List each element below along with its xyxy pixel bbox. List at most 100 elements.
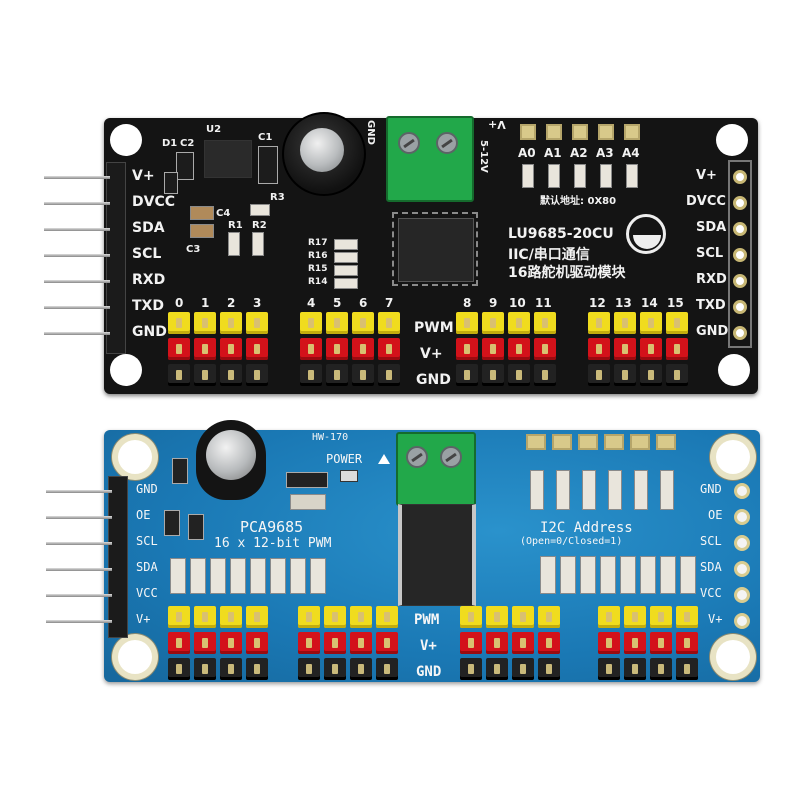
servo-pin-k — [194, 658, 216, 680]
servo-pin-r — [598, 632, 620, 654]
smd-resistor — [250, 558, 266, 594]
pin-label: VCC — [136, 586, 158, 600]
terminal-screw — [398, 132, 420, 154]
smd-resistor — [540, 556, 556, 594]
smd-resistor — [170, 558, 186, 594]
servo-pin-r — [376, 632, 398, 654]
servo-pin-k — [324, 658, 346, 680]
header-ring — [733, 196, 747, 210]
channel-number: 3 — [253, 296, 262, 310]
servo-pin-k — [482, 364, 504, 386]
servo-pin-k — [650, 658, 672, 680]
servo-pin-y — [650, 606, 672, 628]
pin-label-txd: TXD — [132, 298, 164, 314]
smd-component — [164, 510, 180, 536]
smd-resistor — [582, 470, 596, 510]
address-label: A0 — [518, 146, 536, 160]
servo-pin-k — [298, 658, 320, 680]
arrow-icon — [378, 454, 390, 464]
smd-resistor — [600, 556, 616, 594]
header-ring — [734, 509, 750, 525]
servo-pin-r — [614, 338, 636, 360]
servo-pin-k — [378, 364, 400, 386]
servo-pin-r — [588, 338, 610, 360]
servo-pin-k — [246, 364, 268, 386]
address-jumper — [578, 434, 598, 450]
smd-diode — [164, 172, 178, 194]
header-ring — [733, 248, 747, 262]
mount-hole — [716, 440, 750, 474]
channel-number: 10 — [509, 296, 526, 310]
silk-r3: R3 — [270, 192, 285, 203]
servo-pin-y — [194, 312, 216, 334]
header-pin — [46, 594, 112, 597]
smd-component — [290, 494, 326, 510]
servo-pin-y — [300, 312, 322, 334]
right-pin-label: DVCC — [686, 194, 726, 209]
silk-resistor: R17 — [308, 238, 328, 248]
servo-pin-k — [512, 658, 534, 680]
logo-icon — [626, 214, 666, 254]
channel-number: 6 — [359, 296, 368, 310]
address-pad — [624, 124, 640, 140]
mount-hole — [118, 640, 152, 674]
smd-resistor — [620, 556, 636, 594]
right-pin-label: GND — [700, 482, 722, 496]
smd-capacitor — [190, 206, 214, 220]
ic-pins-outline — [392, 212, 478, 286]
servo-pin-y — [588, 312, 610, 334]
servo-pin-r — [352, 338, 374, 360]
terminal-screw — [406, 446, 428, 468]
servo-pin-r — [666, 338, 688, 360]
silk-resistor: R16 — [308, 251, 328, 261]
channel-number: 1 — [201, 296, 210, 310]
smd-resistor — [210, 558, 226, 594]
channel-number: 9 — [489, 296, 498, 310]
address-jumper — [526, 434, 546, 450]
smd-resistor — [634, 470, 648, 510]
servo-pin-r — [512, 632, 534, 654]
servo-pin-k — [676, 658, 698, 680]
row-label-pwm: PWM — [414, 320, 454, 336]
header-pin — [44, 176, 110, 179]
servo-pin-k — [326, 364, 348, 386]
smd-resistor — [608, 470, 622, 510]
header-ring — [734, 483, 750, 499]
right-pin-label: TXD — [696, 298, 726, 313]
smd-resistor — [522, 164, 534, 188]
servo-pin-y — [324, 606, 346, 628]
smd-component — [188, 514, 204, 540]
address-hint: (Open=0/Closed=1) — [520, 536, 623, 547]
servo-pin-y — [378, 312, 400, 334]
servo-pin-k — [300, 364, 322, 386]
servo-pin-r — [168, 338, 190, 360]
smd-resistor — [548, 164, 560, 188]
header-ring — [734, 613, 750, 629]
servo-pin-k — [666, 364, 688, 386]
smd-resistor — [252, 232, 264, 256]
silk-vplus-terminal: V+ — [488, 118, 506, 131]
smd-resistor — [228, 232, 240, 256]
pin-label: SDA — [136, 560, 158, 574]
row-label-vplus: V+ — [420, 346, 443, 362]
smd-resistor — [680, 556, 696, 594]
servo-pin-y — [534, 312, 556, 334]
servo-pin-k — [534, 364, 556, 386]
silk-c1: C1 — [258, 132, 273, 143]
silk-resistor: R15 — [308, 264, 328, 274]
silk-c4: C4 — [216, 208, 231, 219]
servo-pin-r — [246, 632, 268, 654]
header-pin — [44, 280, 110, 283]
regulator-chip — [204, 140, 252, 178]
power-label: POWER — [326, 452, 363, 466]
board-model-code: HW-170 — [312, 432, 349, 443]
pin-label-scl: SCL — [132, 246, 162, 262]
header-pin — [44, 306, 110, 309]
servo-pin-k — [168, 658, 190, 680]
servo-pin-y — [246, 312, 268, 334]
silk-resistor: R14 — [308, 277, 328, 287]
power-led — [340, 470, 358, 482]
silk-c2: C2 — [180, 138, 195, 149]
pin-label-sda: SDA — [132, 220, 165, 236]
power-terminal-block — [386, 116, 474, 202]
